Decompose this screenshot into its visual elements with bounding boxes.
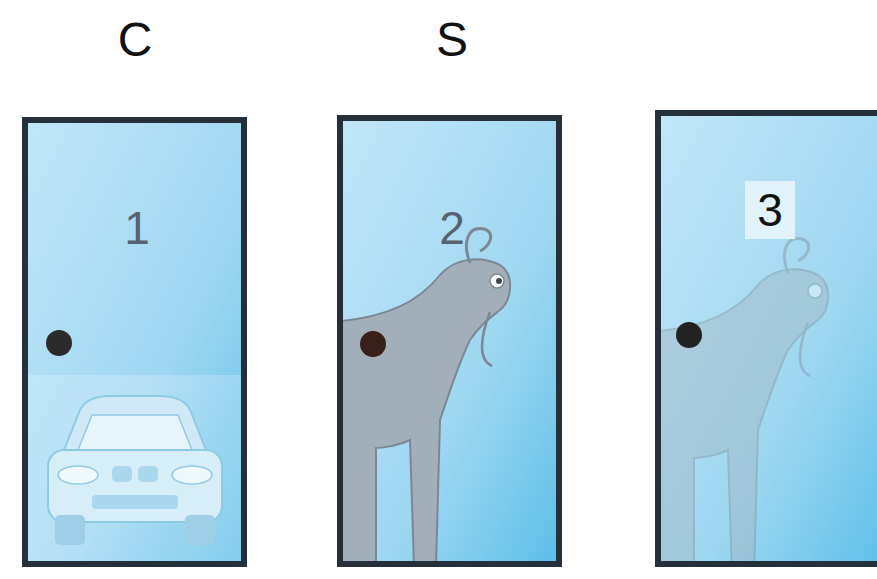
door-number: 2 <box>439 205 465 251</box>
door-fill <box>22 117 247 567</box>
door-box: 3 <box>655 110 877 567</box>
door-box: S2 <box>337 115 562 567</box>
door-number: 1 <box>124 205 150 251</box>
door-knob <box>360 331 386 357</box>
car-window <box>25 375 244 564</box>
door-knob <box>676 322 702 348</box>
goat-pupil <box>496 278 502 284</box>
goat-body <box>658 269 828 564</box>
car-roof <box>62 396 208 455</box>
door-knob <box>46 330 72 356</box>
car-headlight <box>172 466 212 484</box>
car-headlight <box>58 466 98 484</box>
car-intake <box>92 495 178 509</box>
goat-body <box>340 259 510 564</box>
goat-beard <box>800 322 810 376</box>
door-heading: C <box>118 16 153 64</box>
car-picture <box>25 375 244 564</box>
car-windshield <box>78 415 192 450</box>
car-wheel <box>55 515 85 545</box>
door-box: C1 <box>22 117 247 567</box>
car-body <box>48 450 222 522</box>
goat-beard <box>482 312 492 366</box>
car-grille <box>138 466 158 482</box>
goat-eye <box>808 284 822 298</box>
door-number: 3 <box>745 181 795 239</box>
goat-horn <box>466 229 490 263</box>
goat-picture <box>340 229 510 564</box>
goat-eye <box>490 274 504 288</box>
car-grille <box>112 466 132 482</box>
car-wheel <box>185 515 215 545</box>
door-heading: S <box>436 16 468 64</box>
goat-picture <box>658 239 828 564</box>
goat-horn <box>784 239 808 273</box>
